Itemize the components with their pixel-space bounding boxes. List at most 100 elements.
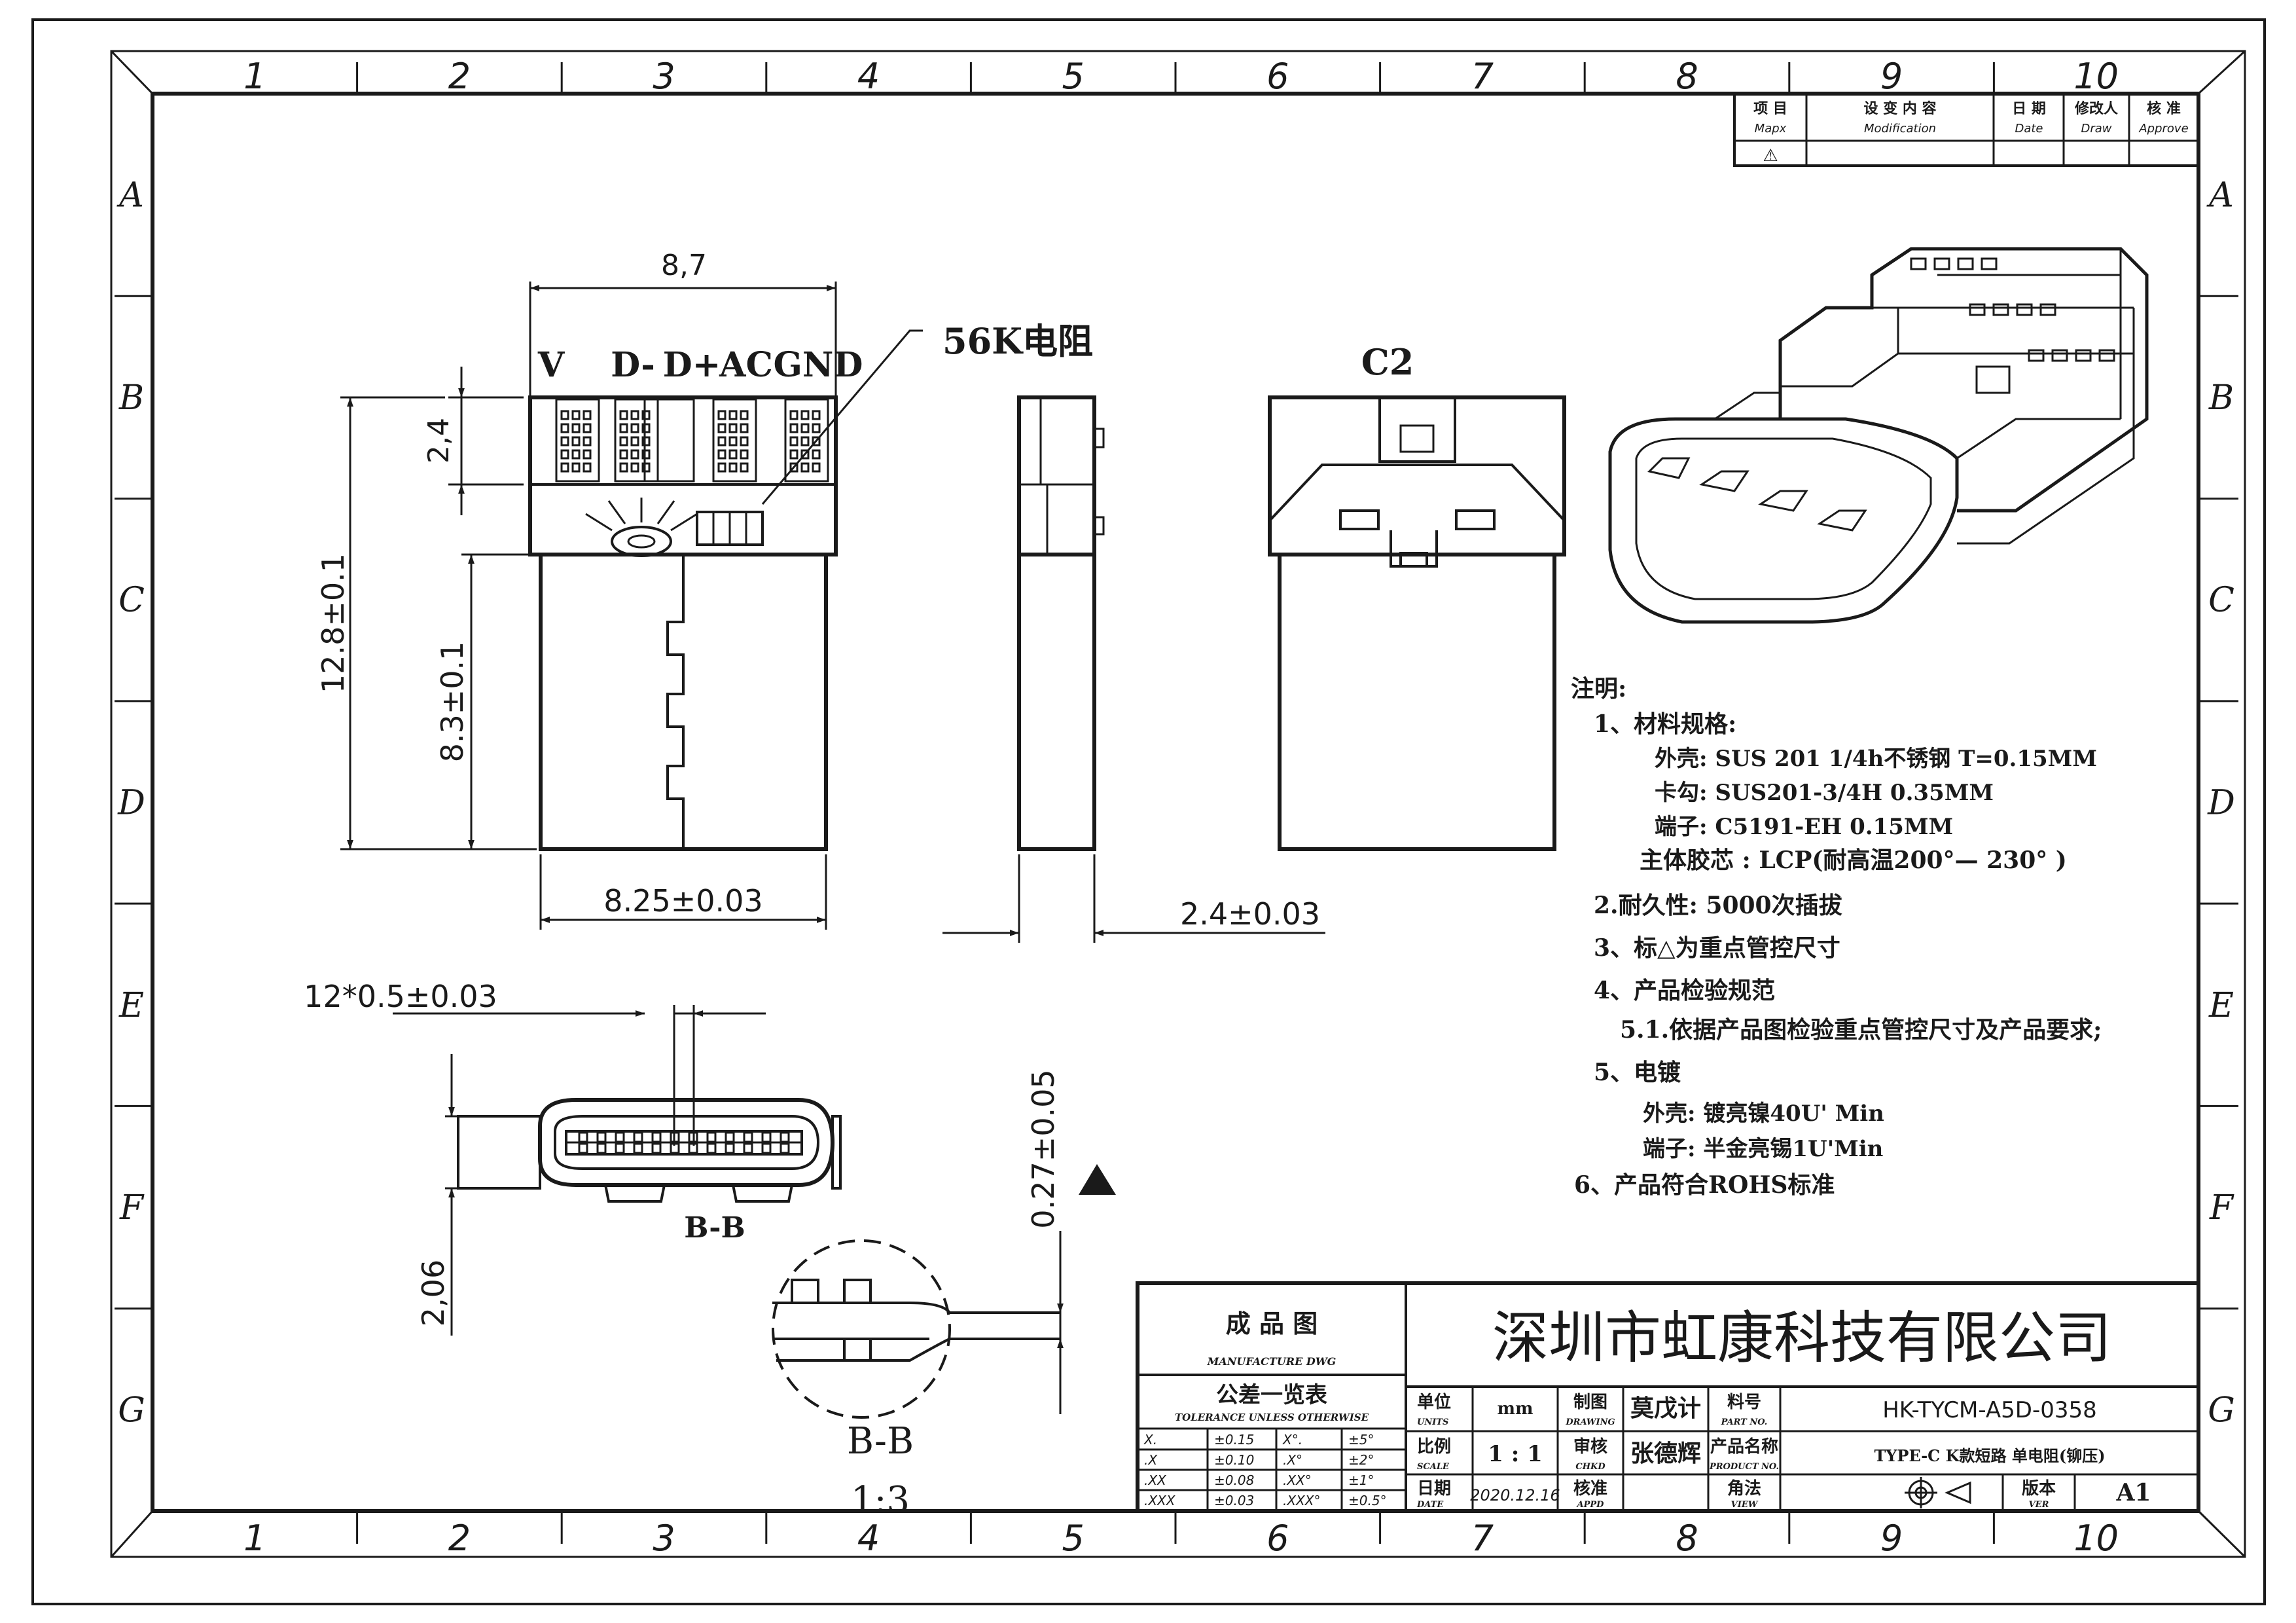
front-view: 8,7 V D- D+ AC GND 56K电阻 2,4 12.8±0.1 8.… bbox=[315, 249, 1093, 930]
tolerance-cell: .XXX bbox=[1144, 1493, 1176, 1508]
view-label: 角法 bbox=[1727, 1478, 1761, 1499]
zone-column-label: 10 bbox=[2073, 1518, 2119, 1559]
rev-header-draw: 修改人 bbox=[2074, 100, 2118, 117]
zone-row-label: B bbox=[118, 378, 144, 418]
part-no-label: 料号 bbox=[1727, 1393, 1761, 1412]
section-view: 12*0.5±0.03 B-B 2,06 bbox=[304, 979, 842, 1336]
resistor-rays bbox=[585, 498, 698, 532]
zone-row-label: E bbox=[2208, 986, 2234, 1025]
tolerance-cell: ±5° bbox=[1348, 1432, 1374, 1448]
zone-column-label: 9 bbox=[1880, 56, 1903, 97]
date-label: 日期 bbox=[1417, 1479, 1451, 1499]
note-line: 端子: 半金亮锡1U'Min bbox=[1643, 1136, 1883, 1162]
note-line: 端子: C5191-EH 0.15MM bbox=[1655, 814, 1953, 840]
version-en: VER bbox=[2029, 1500, 2049, 1510]
part-no: HK-TYCM-A5D-0358 bbox=[1882, 1397, 2097, 1423]
drawn-en: DRAWING bbox=[1565, 1417, 1615, 1427]
zone-column-label: 10 bbox=[2073, 56, 2119, 97]
tolerance-cell: ±2° bbox=[1348, 1452, 1374, 1468]
note-line: 主体胶芯 : LCP(耐高温200°— 230° ) bbox=[1640, 847, 2067, 874]
product-drawing-en: MANUFACTURE DWG bbox=[1207, 1355, 1336, 1368]
checked-en: CHKD bbox=[1575, 1462, 1605, 1472]
zone-row-label: G bbox=[2208, 1391, 2235, 1430]
zone-row-label: C bbox=[2208, 581, 2234, 620]
back-view-label: C2 bbox=[1361, 341, 1414, 383]
units-label: 单位 bbox=[1417, 1392, 1451, 1412]
tolerance-cell: .XX bbox=[1144, 1472, 1167, 1488]
zone-column-label: 9 bbox=[1880, 1518, 1903, 1559]
critical-dimension-triangle bbox=[1079, 1164, 1116, 1195]
pin-label-v: V bbox=[537, 345, 565, 385]
dim-body-height: 8.3±0.1 bbox=[435, 642, 470, 763]
zone-column-label: 3 bbox=[653, 56, 675, 97]
rev-header-modification: 设 变 内 容 bbox=[1864, 100, 1937, 117]
tolerance-cell: .X bbox=[1144, 1452, 1158, 1468]
tolerance-cell: ±0.5° bbox=[1348, 1493, 1387, 1508]
scale-label: 比例 bbox=[1417, 1437, 1451, 1457]
resistor-symbol bbox=[611, 526, 672, 557]
tolerance-cell: .XXX° bbox=[1283, 1493, 1320, 1508]
version-label: 版本 bbox=[2021, 1479, 2056, 1499]
section-label: B-B bbox=[684, 1211, 745, 1245]
zone-column-label: 6 bbox=[1266, 1518, 1289, 1559]
tolerance-cell: .XX° bbox=[1283, 1472, 1312, 1488]
tolerance-cell: X°. bbox=[1282, 1432, 1302, 1448]
zone-row-label: F bbox=[2209, 1188, 2234, 1228]
zone-column-label: 8 bbox=[1676, 56, 1698, 97]
tolerance-cell: .X° bbox=[1283, 1452, 1302, 1468]
zone-row-label: G bbox=[118, 1391, 145, 1430]
zone-column-label: 5 bbox=[1062, 1518, 1085, 1559]
zone-column-label: 2 bbox=[448, 56, 471, 97]
tolerance-cell: X. bbox=[1143, 1432, 1157, 1448]
tolerance-cell: ±0.15 bbox=[1214, 1432, 1254, 1448]
tolerance-cell: ±1° bbox=[1348, 1472, 1374, 1488]
units-value: mm bbox=[1497, 1399, 1533, 1419]
date-en: DATE bbox=[1416, 1500, 1444, 1510]
company-name: 深圳市虹康科技有限公司 bbox=[1492, 1305, 2111, 1371]
rev-header-modification-en: Modification bbox=[1864, 122, 1936, 136]
note-line: 2.耐久性: 5000次插拔 bbox=[1594, 892, 1842, 919]
zone-row-label: D bbox=[117, 784, 145, 823]
zone-column-label: 3 bbox=[653, 1518, 675, 1559]
notes-title: 注明: bbox=[1571, 675, 1626, 702]
dim-pitch: 12*0.5±0.03 bbox=[304, 979, 497, 1014]
zone-row-label: D bbox=[2207, 784, 2235, 823]
zone-column-label: 4 bbox=[857, 56, 880, 97]
detail-scale: 1:3 bbox=[851, 1479, 910, 1522]
note-line: 外壳: SUS 201 1/4h不锈钢 T=0.15MM bbox=[1655, 746, 2097, 772]
zone-column-label: 6 bbox=[1266, 56, 1289, 97]
approved-label: 核准 bbox=[1573, 1478, 1607, 1499]
note-line: 外壳: 镀亮镍40U' Min bbox=[1643, 1101, 1884, 1127]
tolerance-cell: ±0.08 bbox=[1214, 1472, 1254, 1488]
zone-column-label: 4 bbox=[857, 1518, 880, 1559]
product-name: TYPE-C K款短路 单电阻(铆压) bbox=[1874, 1446, 2105, 1465]
product-drawing: 成 品 图 bbox=[1226, 1309, 1318, 1338]
dim-head-height: 2,4 bbox=[422, 418, 456, 464]
rev-header-approve: 核 准 bbox=[2147, 100, 2181, 117]
side-view: 2.4±0.03 bbox=[942, 395, 1325, 943]
dim-detail-thickness: 0.27±0.05 bbox=[1026, 1069, 1061, 1228]
dim-thickness: 2.4±0.03 bbox=[1180, 896, 1320, 932]
view-en: VIEW bbox=[1731, 1500, 1759, 1510]
dim-width-top: 8,7 bbox=[661, 249, 707, 282]
drawn-by: 莫戊计 bbox=[1630, 1395, 1701, 1422]
part-no-en: PART NO. bbox=[1721, 1417, 1768, 1427]
notes: 注明: 1、材料规格: 外壳: SUS 201 1/4h不锈钢 T=0.15MM… bbox=[1571, 675, 2102, 1199]
note-line: 5.1.依据产品图检验重点管控尺寸及产品要求; bbox=[1620, 1016, 2102, 1044]
zone-column-label: 8 bbox=[1676, 1518, 1698, 1559]
rev-header-item-en: Mapx bbox=[1755, 122, 1787, 136]
detail-label: B-B bbox=[847, 1420, 914, 1463]
zone-column-label: 1 bbox=[243, 56, 266, 97]
note-line: 6、产品符合ROHS标准 bbox=[1574, 1171, 1835, 1199]
rev-header-date: 日 期 bbox=[2012, 101, 2046, 117]
dim-body-width: 8.25±0.03 bbox=[603, 883, 762, 919]
tolerance-cell: ±0.03 bbox=[1214, 1493, 1254, 1508]
note-line: 3、标△为重点管控尺寸 bbox=[1594, 934, 1840, 962]
title-block: 成 品 图 MANUFACTURE DWG 公差一览表 TOLERANCE UN… bbox=[1136, 1281, 2200, 1513]
zone-column-label: 5 bbox=[1062, 56, 1085, 97]
rev-warning-icon: ⚠ bbox=[1763, 146, 1778, 166]
projection-symbol-icon bbox=[1905, 1477, 1971, 1508]
zone-row-label: B bbox=[2208, 378, 2234, 418]
checked-by: 张德辉 bbox=[1630, 1440, 1701, 1467]
approved-en: APPD bbox=[1576, 1500, 1605, 1510]
